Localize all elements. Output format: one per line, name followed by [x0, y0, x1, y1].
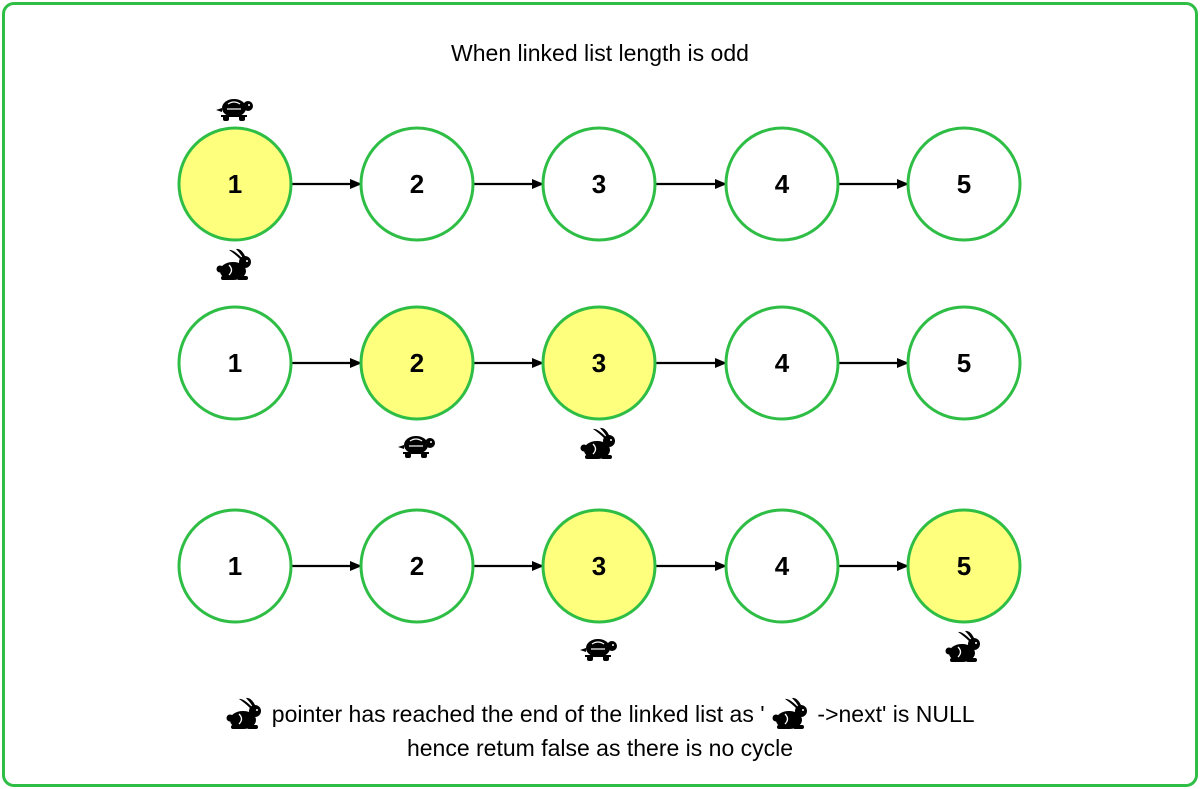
list-node	[177, 508, 293, 624]
list-row: 1 2 3 4 5	[177, 508, 1022, 663]
list-node	[541, 126, 657, 242]
list-node	[177, 126, 293, 242]
list-node	[177, 305, 293, 421]
list-node	[541, 508, 657, 624]
list-node	[906, 126, 1022, 242]
caption-text-1: pointer has reached the end of the linke…	[265, 701, 772, 727]
node-value: 3	[592, 169, 606, 199]
node-value: 1	[228, 348, 242, 378]
node-value: 2	[410, 551, 424, 581]
node-value: 5	[957, 169, 971, 199]
list-row: 1 2 3 4 5	[177, 305, 1022, 460]
list-node	[906, 508, 1022, 624]
node-value: 1	[228, 551, 242, 581]
list-node	[724, 508, 840, 624]
rabbit-icon	[579, 427, 616, 460]
node-value: 5	[957, 551, 971, 581]
rabbit-icon	[771, 696, 811, 732]
caption-text-2: ->next' is NULL	[811, 701, 975, 727]
caption-line-2: hence retum false as there is no cycle	[406, 735, 794, 761]
rabbit-icon	[215, 248, 252, 281]
rabbit-icon	[944, 630, 981, 663]
list-node	[724, 126, 840, 242]
rabbit-icon	[225, 696, 265, 732]
list-node	[724, 305, 840, 421]
node-value: 4	[775, 551, 790, 581]
node-value: 2	[410, 169, 424, 199]
node-value: 1	[228, 169, 242, 199]
turtle-icon	[397, 435, 436, 459]
list-row: 1 2 3 4 5	[177, 98, 1022, 281]
node-value: 3	[592, 348, 606, 378]
node-value: 4	[775, 348, 790, 378]
list-node	[359, 508, 475, 624]
node-value: 5	[957, 348, 971, 378]
list-node	[541, 305, 657, 421]
caption-line-1: pointer has reached the end of the linke…	[0, 696, 1200, 732]
turtle-icon	[215, 98, 254, 122]
turtle-icon	[579, 638, 618, 662]
list-node	[906, 305, 1022, 421]
diagram-title: When linked list length is odd	[451, 40, 749, 66]
list-node	[359, 305, 475, 421]
list-node	[359, 126, 475, 242]
node-value: 2	[410, 348, 424, 378]
node-value: 3	[592, 551, 606, 581]
node-value: 4	[775, 169, 790, 199]
